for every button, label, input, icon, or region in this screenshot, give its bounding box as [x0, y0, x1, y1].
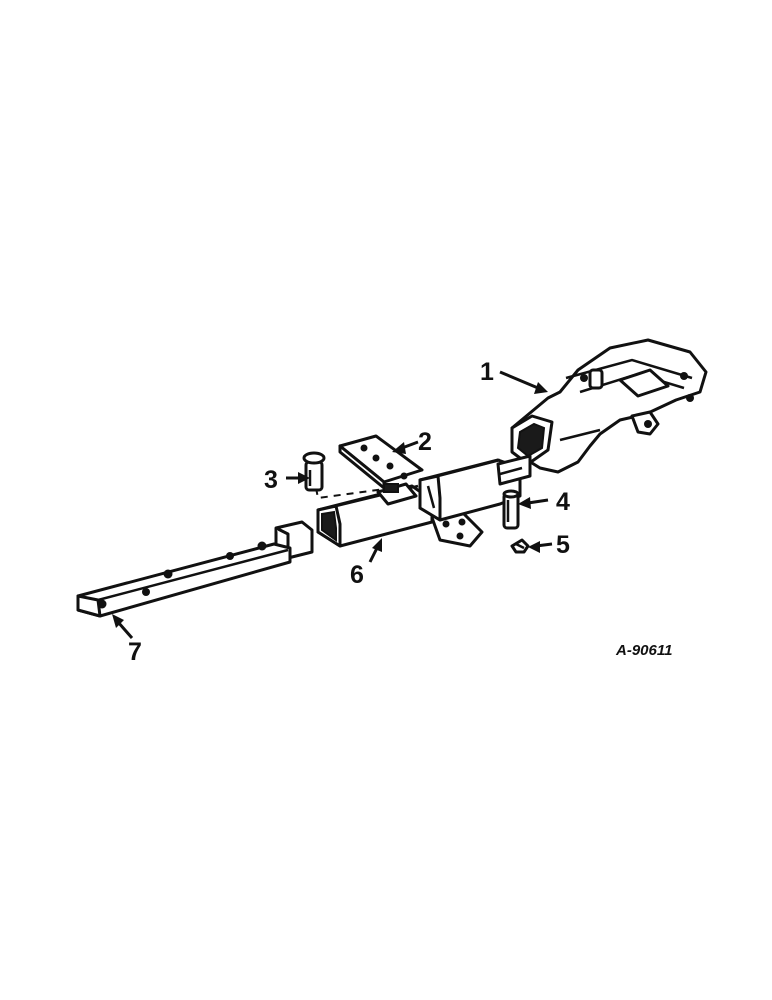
callout-3: 3 [264, 466, 278, 494]
callout-1: 1 [480, 358, 494, 386]
callout-6: 6 [350, 561, 364, 589]
callout-5: 5 [556, 531, 570, 559]
part-6-sleeve [316, 482, 434, 548]
part-4-straight-pin [502, 489, 520, 530]
callout-4: 4 [556, 488, 570, 516]
part-7-drawbar [76, 541, 292, 618]
part-1-drawbar-support [510, 338, 708, 474]
part-2-clamp-plate [338, 434, 424, 490]
part-5-clip [510, 538, 530, 554]
part-3-pin [302, 451, 326, 492]
callout-2: 2 [418, 428, 432, 456]
callout-7: 7 [128, 638, 142, 666]
reference-code: A-90611 [615, 642, 672, 659]
leader-lines [112, 370, 553, 639]
